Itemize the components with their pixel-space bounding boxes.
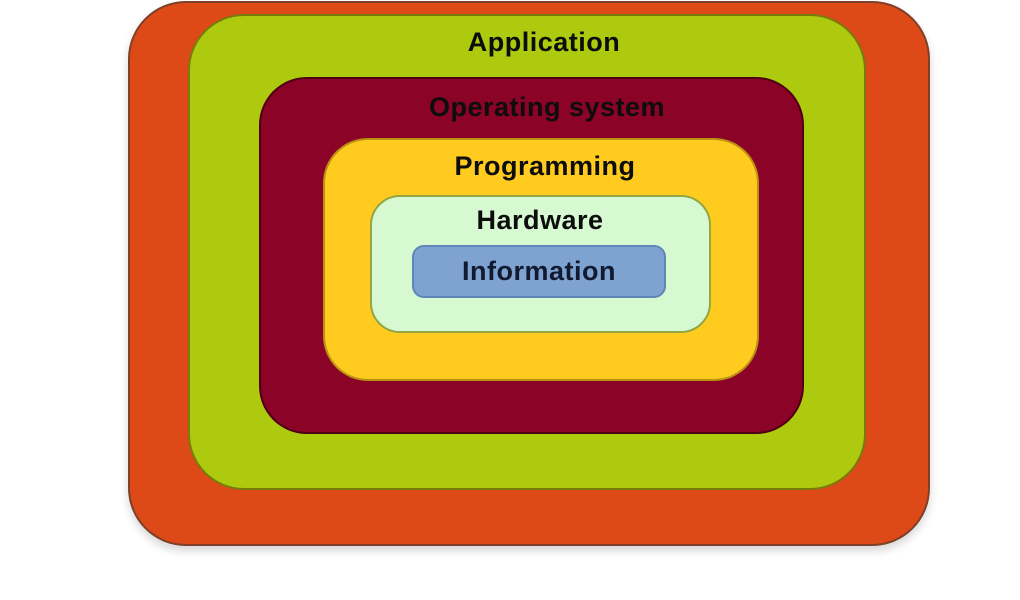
label-application: Application <box>467 27 621 57</box>
label-information: Information <box>462 256 616 286</box>
label-programming: Programming <box>454 151 636 181</box>
layer-information <box>412 245 666 298</box>
label-operating-system: Operating system <box>428 92 666 122</box>
label-hardware: Hardware <box>476 205 604 235</box>
